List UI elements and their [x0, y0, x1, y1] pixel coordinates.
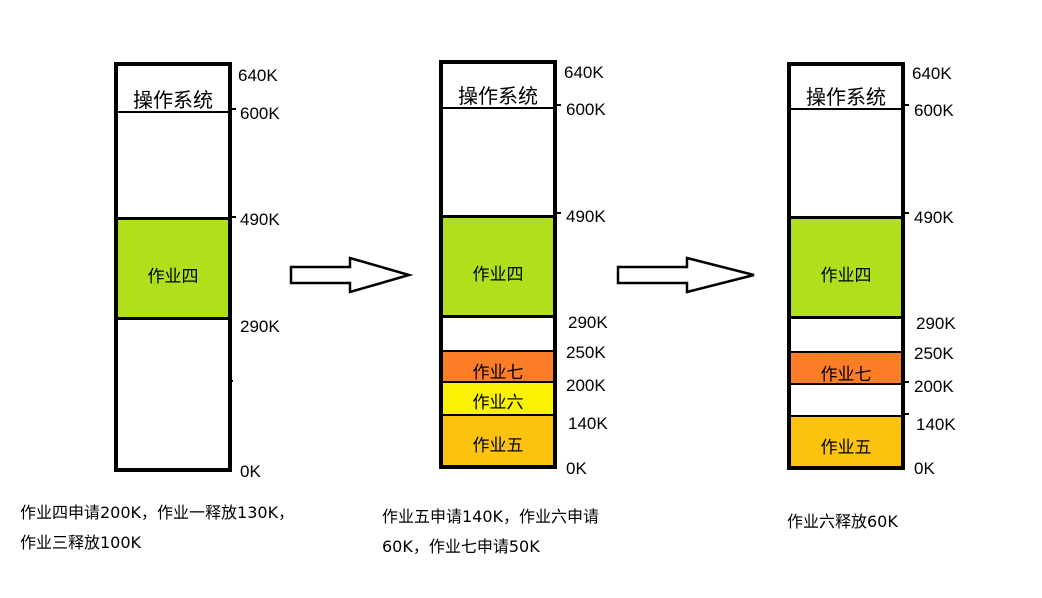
address-label: 640K — [564, 63, 604, 82]
segment-os: 操作系统 — [118, 66, 228, 112]
address-label: 290K — [568, 313, 608, 332]
segment-os: 操作系统 — [791, 66, 901, 109]
address-label: 200K — [566, 376, 606, 395]
arrow-right-icon — [616, 256, 755, 294]
caption: 作业四申请200K，作业一释放130K， 作业三释放100K — [20, 498, 294, 558]
segment-job4-label: 作业四 — [820, 266, 872, 286]
caption-line: 作业三释放100K — [20, 533, 142, 552]
segment-job5: 作业五 — [443, 416, 553, 465]
address-label: 290K — [240, 317, 280, 336]
segment-job7: 作业七 — [791, 351, 901, 385]
address-label: 0K — [914, 459, 935, 478]
segment-free — [443, 318, 553, 350]
segment-job5-label: 作业五 — [472, 436, 524, 456]
address-tick — [228, 216, 236, 218]
segment-free — [443, 107, 553, 215]
address-label: 490K — [566, 207, 606, 226]
memory-block-2: 操作系统 作业四 作业七 作业六 作业五 — [439, 60, 557, 469]
address-label: 0K — [240, 462, 261, 481]
address-label: 290K — [916, 314, 956, 333]
address-label: 140K — [916, 415, 956, 434]
address-label: 600K — [914, 101, 954, 120]
segment-os-label: 操作系统 — [458, 84, 538, 108]
memory-block-1: 操作系统 作业四 — [114, 62, 232, 472]
segment-job4: 作业四 — [443, 215, 553, 318]
segment-job7-label: 作业七 — [820, 365, 872, 385]
address-label: 250K — [914, 344, 954, 363]
address-label: 640K — [912, 64, 952, 83]
address-tick — [228, 380, 233, 382]
caption-line: 作业五申请140K，作业六申请 — [382, 507, 600, 526]
segment-job4-label: 作业四 — [147, 267, 199, 287]
address-label: 490K — [240, 210, 280, 229]
caption-line: 作业四申请200K，作业一释放130K， — [20, 503, 295, 522]
caption: 作业五申请140K，作业六申请 60K，作业七申请50K — [382, 502, 599, 562]
address-tick — [553, 104, 561, 106]
address-label: 640K — [238, 66, 278, 85]
segment-free — [791, 385, 901, 417]
address-label: 140K — [568, 414, 608, 433]
segment-os: 操作系统 — [443, 64, 553, 108]
segment-job5: 作业五 — [791, 417, 901, 466]
segment-free — [791, 108, 901, 216]
caption-line: 60K，作业七申请50K — [382, 537, 540, 556]
segment-free — [118, 111, 228, 217]
segment-free — [791, 319, 901, 351]
segment-job7: 作业七 — [443, 350, 553, 383]
arrow-right-icon — [289, 256, 414, 294]
segment-job6-label: 作业六 — [472, 393, 524, 413]
segment-job5-label: 作业五 — [820, 438, 872, 458]
address-tick — [901, 104, 909, 106]
address-label: 200K — [914, 377, 954, 396]
segment-job6: 作业六 — [443, 383, 553, 416]
address-label: 250K — [566, 343, 606, 362]
segment-job7-label: 作业七 — [472, 363, 524, 383]
segment-job4-label: 作业四 — [472, 265, 524, 285]
segment-os-label: 操作系统 — [806, 85, 886, 109]
address-tick — [901, 212, 909, 214]
segment-job4: 作业四 — [791, 216, 901, 319]
segment-os-label: 操作系统 — [133, 88, 213, 112]
address-label: 0K — [566, 459, 587, 478]
address-tick — [901, 413, 909, 415]
segment-job4: 作业四 — [118, 217, 228, 320]
address-tick — [901, 381, 909, 383]
address-label: 490K — [914, 208, 954, 227]
memory-block-3: 操作系统 作业四 作业七 作业五 — [787, 62, 905, 470]
segment-free — [118, 320, 228, 468]
address-tick — [553, 212, 561, 214]
address-label: 600K — [566, 100, 606, 119]
address-tick — [228, 108, 236, 110]
address-label: 600K — [240, 104, 280, 123]
caption: 作业六释放60K — [787, 507, 898, 537]
caption-line: 作业六释放60K — [787, 512, 898, 531]
